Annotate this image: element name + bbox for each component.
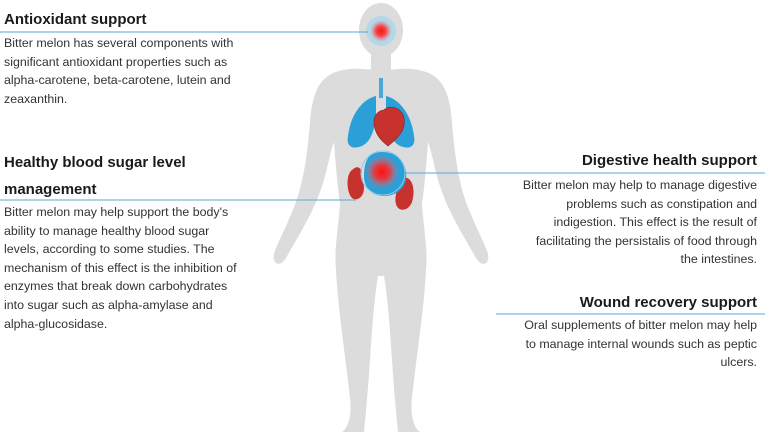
antioxidant-section: Antioxidant support Bitter melon has sev… — [4, 7, 284, 108]
text-line: significant antioxidant properties such … — [4, 54, 228, 69]
blood-sugar-section: Healthy blood sugar level management Bit… — [4, 149, 294, 333]
wound-text: Oral supplements of bitter melon may hel… — [457, 316, 757, 372]
brain-highlight — [366, 16, 396, 46]
digestive-heading: Digestive health support — [581, 152, 757, 169]
text-line: Bitter melon may help to manage digestiv… — [522, 178, 757, 192]
blood-sugar-text: Bitter melon may help support the body's… — [4, 203, 294, 333]
text-line: alpha-carotene, beta-carotene, lutein an… — [4, 73, 231, 88]
text-line: ability to manage healthy blood sugar — [4, 223, 210, 238]
text-line: alpha-glucosidase. — [4, 316, 108, 331]
text-line: indigestion. This effect is the result o… — [553, 215, 757, 230]
text-line: facilitating the persistalis of food thr… — [535, 233, 757, 248]
text-line: into sugar such as alpha-amylase and — [4, 297, 213, 312]
digestive-section: Digestive health support Bitter melon ma… — [457, 148, 757, 269]
text-line: mechanism of this effect is the inhibiti… — [4, 260, 237, 275]
antioxidant-heading: Antioxidant support — [4, 11, 147, 28]
heading-line: Healthy blood sugar level — [4, 154, 186, 171]
text-line: enzymes that break down carbohydrates — [4, 279, 228, 294]
text-line: problems such as constipation and — [566, 196, 757, 211]
heart-organ — [373, 106, 405, 147]
wound-section: Wound recovery support Oral supplements … — [457, 290, 757, 372]
wound-heading: Wound recovery support — [579, 294, 757, 311]
text-line: Bitter melon may help support the body's — [4, 205, 229, 219]
antioxidant-text: Bitter melon has several components with… — [4, 34, 284, 108]
text-line: the intestines. — [680, 252, 757, 267]
blood-sugar-heading: Healthy blood sugar level management — [4, 149, 294, 203]
stomach-highlight — [360, 150, 406, 196]
text-line: Oral supplements of bitter melon may hel… — [524, 318, 757, 332]
text-line: Bitter melon has several components with — [4, 36, 234, 50]
text-line: zeaxanthin. — [4, 91, 68, 106]
text-line: to manage internal wounds such as peptic — [525, 336, 757, 351]
heading-line: management — [4, 181, 97, 198]
text-line: ulcers. — [720, 355, 758, 370]
text-line: levels, according to some studies. The — [4, 242, 215, 257]
digestive-text: Bitter melon may help to manage digestiv… — [457, 176, 757, 269]
